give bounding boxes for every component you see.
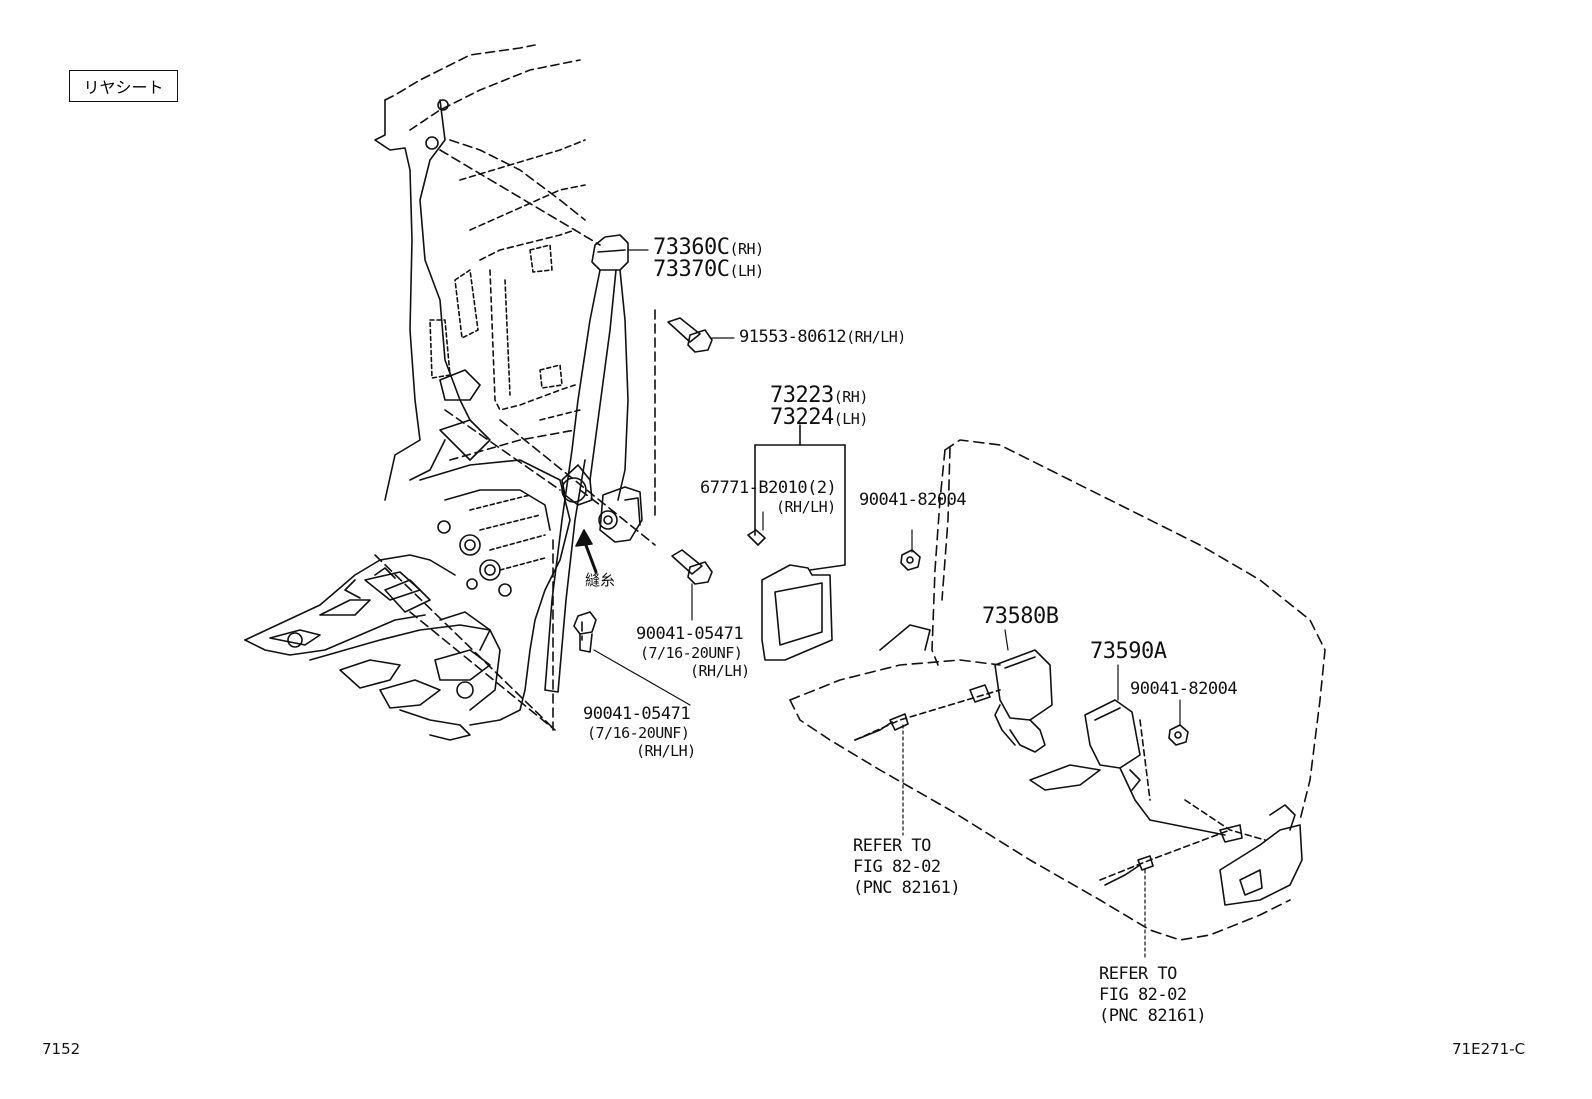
buckle-b-drawing — [969, 649, 1053, 753]
callout-bolt-upper: 91553-80612(RH/LH) — [739, 329, 906, 346]
callout-cover-lh: 73224(LH) — [770, 407, 868, 429]
callout-bolt-lower-note: (RH/LH) — [636, 742, 696, 760]
side-suffix: (RH) — [729, 240, 764, 258]
rear-seat-outline — [789, 439, 1326, 941]
callout-bolt-lower-thread: (7/16-20UNF) — [587, 724, 690, 742]
side-suffix: (LH) — [833, 410, 869, 428]
seat-harness — [854, 713, 1154, 886]
buckle-a-drawing — [1084, 699, 1243, 843]
callout-bolt-mid-note: (RH/LH) — [690, 662, 750, 680]
callout-clip: 67771-B2010(2) — [700, 478, 837, 498]
callout-bolt-mid: 90041-05471 — [636, 624, 744, 644]
callout-buckle-b: 73580B — [982, 604, 1059, 629]
bolt-lower-drawing — [573, 611, 597, 653]
nut-upper-drawing — [900, 549, 921, 571]
refer-note-2-line3: (PNC 82161) — [1099, 1006, 1207, 1026]
cover-bracket-lines — [754, 424, 846, 571]
floor-wheelhouse — [244, 459, 571, 741]
stitch-arrow — [575, 529, 598, 574]
callout-bolt-mid-thread: (7/16-20UNF) — [640, 644, 743, 662]
callout-cover-rh: 73223(RH) — [770, 385, 868, 407]
callout-retractor-lh: 73370C(LH) — [653, 259, 764, 281]
seat-bracket — [879, 624, 1303, 906]
part-number: 73360C — [653, 235, 730, 260]
label-leaders — [593, 249, 1181, 961]
callout-nut-lower: 90041-82004 — [1130, 679, 1238, 699]
side-suffix: (LH) — [729, 262, 764, 280]
refer-note-1-line3: (PNC 82161) — [853, 878, 961, 898]
refer-note-1-line1: REFER TO — [853, 836, 931, 856]
note: (RH/LH) — [846, 328, 906, 346]
callout-bolt-lower: 90041-05471 — [583, 704, 691, 724]
side-suffix: (RH) — [833, 388, 869, 406]
part-number: 91553-80612 — [739, 327, 847, 347]
refer-note-1-line2: FIG 82-02 — [853, 857, 941, 877]
callout-buckle-a: 73590A — [1090, 639, 1167, 664]
part-number: 73224 — [770, 405, 834, 430]
callout-retractor-rh: 73360C(RH) — [653, 237, 764, 259]
callout-clip-note: (RH/LH) — [776, 498, 836, 516]
section-label-box: リヤシート — [69, 70, 178, 102]
assembly-leaders-left — [374, 149, 656, 731]
part-number: 73370C — [653, 257, 730, 282]
figure-code: 71E271-C — [1452, 1040, 1526, 1058]
bolt-upper-drawing — [667, 317, 713, 353]
stitch-note: 縫糸 — [585, 571, 616, 589]
callout-nut-upper: 90041-82004 — [859, 490, 967, 510]
body-pillar-panel — [374, 44, 586, 501]
bolt-mid-drawing — [671, 549, 713, 585]
seat-belt-assembly — [544, 234, 643, 693]
belt-cover-drawing — [747, 529, 833, 661]
refer-note-2-line1: REFER TO — [1099, 964, 1177, 984]
nut-lower-drawing — [1168, 724, 1189, 746]
page-code: 7152 — [42, 1040, 81, 1058]
refer-note-2-line2: FIG 82-02 — [1099, 985, 1187, 1005]
part-number: 73223 — [770, 383, 834, 408]
